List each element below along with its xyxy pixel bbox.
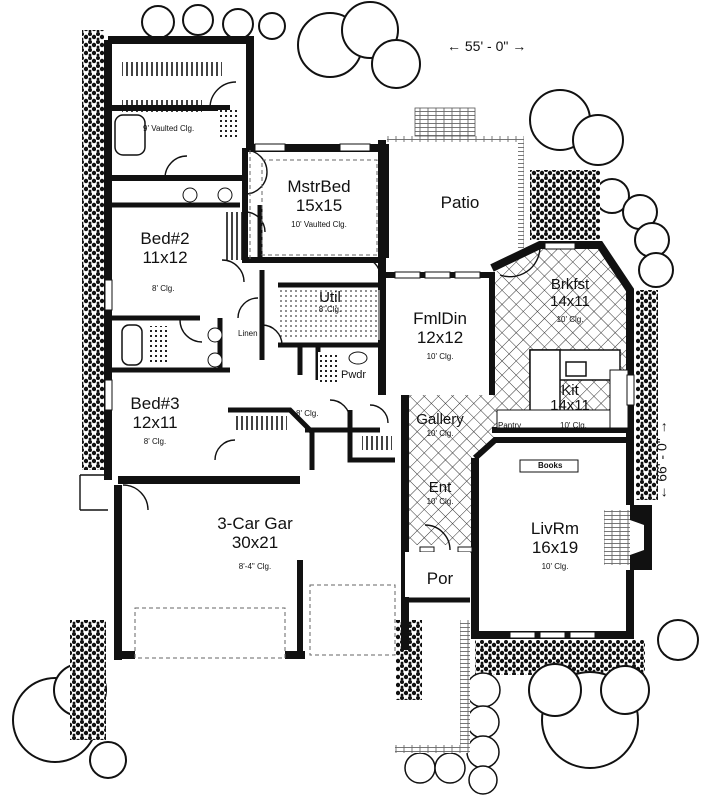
closet-bed2 bbox=[225, 212, 247, 260]
patio-edge-right bbox=[518, 136, 524, 248]
bed2-ceiling: 8' Clg. bbox=[152, 284, 175, 293]
room-ceiling: 10' Clg. bbox=[426, 497, 454, 506]
tub-bath2 bbox=[121, 324, 143, 366]
landscaping bbox=[12, 1, 699, 795]
room-name: 3-Car Gar bbox=[217, 514, 293, 533]
closet-master-shelf-1 bbox=[122, 62, 222, 76]
room-size: 30x21 bbox=[231, 533, 279, 552]
tub-master bbox=[114, 114, 146, 156]
hedge-breakfast bbox=[530, 170, 600, 240]
cooktop bbox=[565, 361, 587, 377]
room-ceiling: 10' Clg. bbox=[541, 562, 569, 571]
room-breakfast: Brkfst 14x11 10' Clg. bbox=[535, 277, 605, 324]
hall-ceiling: 8' Clg. bbox=[296, 409, 319, 418]
room-size: 15x15 bbox=[295, 196, 343, 215]
toilet-bath2 bbox=[148, 326, 170, 364]
windows bbox=[104, 143, 635, 639]
room-ceiling: 10' Vaulted Clg. bbox=[291, 220, 347, 229]
sink-master-2 bbox=[217, 187, 233, 203]
tree-cluster-right bbox=[529, 89, 674, 288]
room-ceiling: 8'-4" Clg. bbox=[238, 562, 272, 571]
room-name: MstrBed bbox=[287, 177, 351, 196]
depth-dimension: ← 66' - 0" → bbox=[653, 420, 670, 500]
room-name: Gallery bbox=[416, 411, 464, 428]
counter-right bbox=[609, 369, 629, 429]
room-name: FmlDin bbox=[413, 309, 467, 328]
tree-cluster-top bbox=[141, 1, 421, 89]
room-patio: Patio bbox=[440, 193, 480, 212]
walkway-edge-bottom bbox=[395, 745, 470, 753]
sink-master-1 bbox=[182, 187, 198, 203]
width-dimension: ← 55' - 0" → bbox=[447, 38, 527, 54]
porch-area bbox=[405, 552, 470, 597]
room-living: LivRm 16x19 10' Clg. bbox=[510, 520, 600, 571]
toilet-master bbox=[218, 110, 240, 140]
utility-floor bbox=[280, 290, 380, 340]
room-size: 16x19 bbox=[531, 538, 579, 557]
room-utility: Util 8' Clg. bbox=[305, 290, 355, 314]
room-ceiling: 8' Clg. bbox=[143, 437, 167, 446]
room-name: LivRm bbox=[530, 519, 580, 538]
garage-door-outlines bbox=[134, 150, 396, 659]
room-bed3: Bed#3 12x11 8' Clg. bbox=[115, 395, 195, 446]
built-ins bbox=[114, 62, 629, 473]
room-size: 12x11 bbox=[132, 413, 178, 432]
sink-bath2-2 bbox=[207, 352, 223, 368]
room-bed2: Bed#2 11x12 bbox=[125, 230, 205, 266]
room-gallery: Gallery 10' Clg. bbox=[405, 412, 475, 438]
room-name: Bed#3 bbox=[130, 394, 180, 413]
patio-planter bbox=[414, 107, 476, 137]
linen-label: Linen bbox=[238, 329, 258, 338]
room-entry: Ent 10' Clg. bbox=[415, 480, 465, 506]
master-bath-ceiling: 9' Vaulted Clg. bbox=[143, 124, 195, 133]
room-name: Brkfst bbox=[550, 276, 590, 293]
hedge-left bbox=[82, 30, 104, 470]
room-ceiling: 10' Clg. bbox=[556, 315, 584, 324]
room-size: 12x12 bbox=[416, 328, 464, 347]
toilet-powder bbox=[318, 352, 340, 384]
kitchen-ceiling: 10' Clg. bbox=[560, 421, 587, 430]
pantry-label: Pantry bbox=[498, 421, 522, 430]
shrubs-walkway bbox=[404, 672, 501, 795]
closet-master-shelf-2 bbox=[122, 100, 202, 112]
patio-area bbox=[387, 140, 522, 272]
sink-powder bbox=[348, 351, 368, 365]
powder-label: Pwdr bbox=[341, 369, 367, 381]
patio-edge-top bbox=[387, 136, 522, 142]
room-garage: 3-Car Gar 30x21 8'-4" Clg. bbox=[195, 515, 315, 571]
tree-bottom-left bbox=[12, 663, 127, 779]
room-name: Bed#2 bbox=[140, 229, 190, 248]
books-shelf bbox=[519, 459, 579, 473]
books-label: Books bbox=[538, 461, 563, 470]
room-name: Ent bbox=[428, 479, 452, 496]
room-kitchen: Kit 14x11 bbox=[540, 383, 600, 413]
sink-bath2-1 bbox=[207, 327, 223, 343]
closet-hall bbox=[362, 436, 392, 450]
room-family-dining: FmlDin 12x12 10' Clg. bbox=[395, 310, 485, 361]
room-size: 14x11 bbox=[550, 293, 590, 310]
room-size: 14x11 bbox=[550, 397, 590, 414]
room-ceiling: 8' Clg. bbox=[318, 305, 342, 314]
room-name: Util bbox=[319, 289, 341, 306]
walkway-edge bbox=[460, 620, 470, 745]
room-size: 11x12 bbox=[142, 248, 188, 267]
tree-bottom-right bbox=[528, 619, 699, 769]
doors bbox=[79, 81, 541, 551]
closet-bed3 bbox=[235, 416, 287, 430]
room-ceiling: 10' Clg. bbox=[426, 429, 454, 438]
room-master-bed: MstrBed 15x15 10' Vaulted Clg. bbox=[264, 178, 374, 229]
hedge-right bbox=[636, 290, 658, 500]
room-porch: Por bbox=[426, 569, 454, 588]
room-ceiling: 10' Clg. bbox=[426, 352, 454, 361]
room-name: Kit bbox=[561, 382, 579, 399]
hedge-bottom-left bbox=[70, 620, 106, 740]
